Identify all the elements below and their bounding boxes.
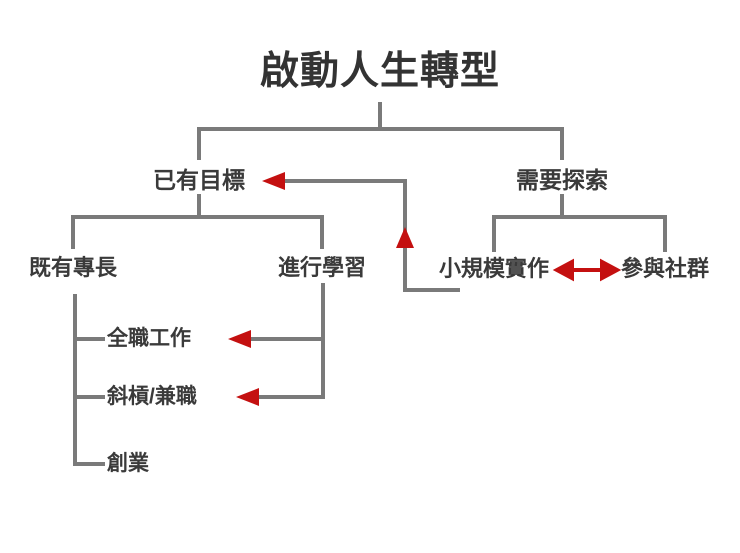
node-join-community: 參與社群 <box>620 256 710 281</box>
page-title: 啟動人生轉型 <box>259 50 501 93</box>
node-branch-left: 已有目標 <box>153 167 245 193</box>
leaf-startup: 創業 <box>107 452 149 475</box>
arrowhead-right-community <box>600 258 622 282</box>
node-existing-expertise: 既有專長 <box>28 255 118 280</box>
node-small-scale-practice: 小規模實作 <box>438 256 550 281</box>
node-branch-right: 需要探索 <box>516 167 608 193</box>
arrowhead-left-full-time <box>228 330 251 348</box>
arrowhead-left-side-hustle <box>236 388 259 406</box>
node-undertake-learning: 進行學習 <box>277 255 367 280</box>
arrowhead-left-practice <box>552 258 574 282</box>
arrowhead-up-practice <box>396 227 414 248</box>
bidirectional-arrow-practice-community <box>552 258 622 282</box>
leaf-side-hustle: 斜槓/兼職 <box>107 385 197 408</box>
arrowhead-left-goal <box>262 172 285 190</box>
leaf-full-time-work: 全職工作 <box>107 327 191 350</box>
arrowheads-group <box>228 172 414 406</box>
